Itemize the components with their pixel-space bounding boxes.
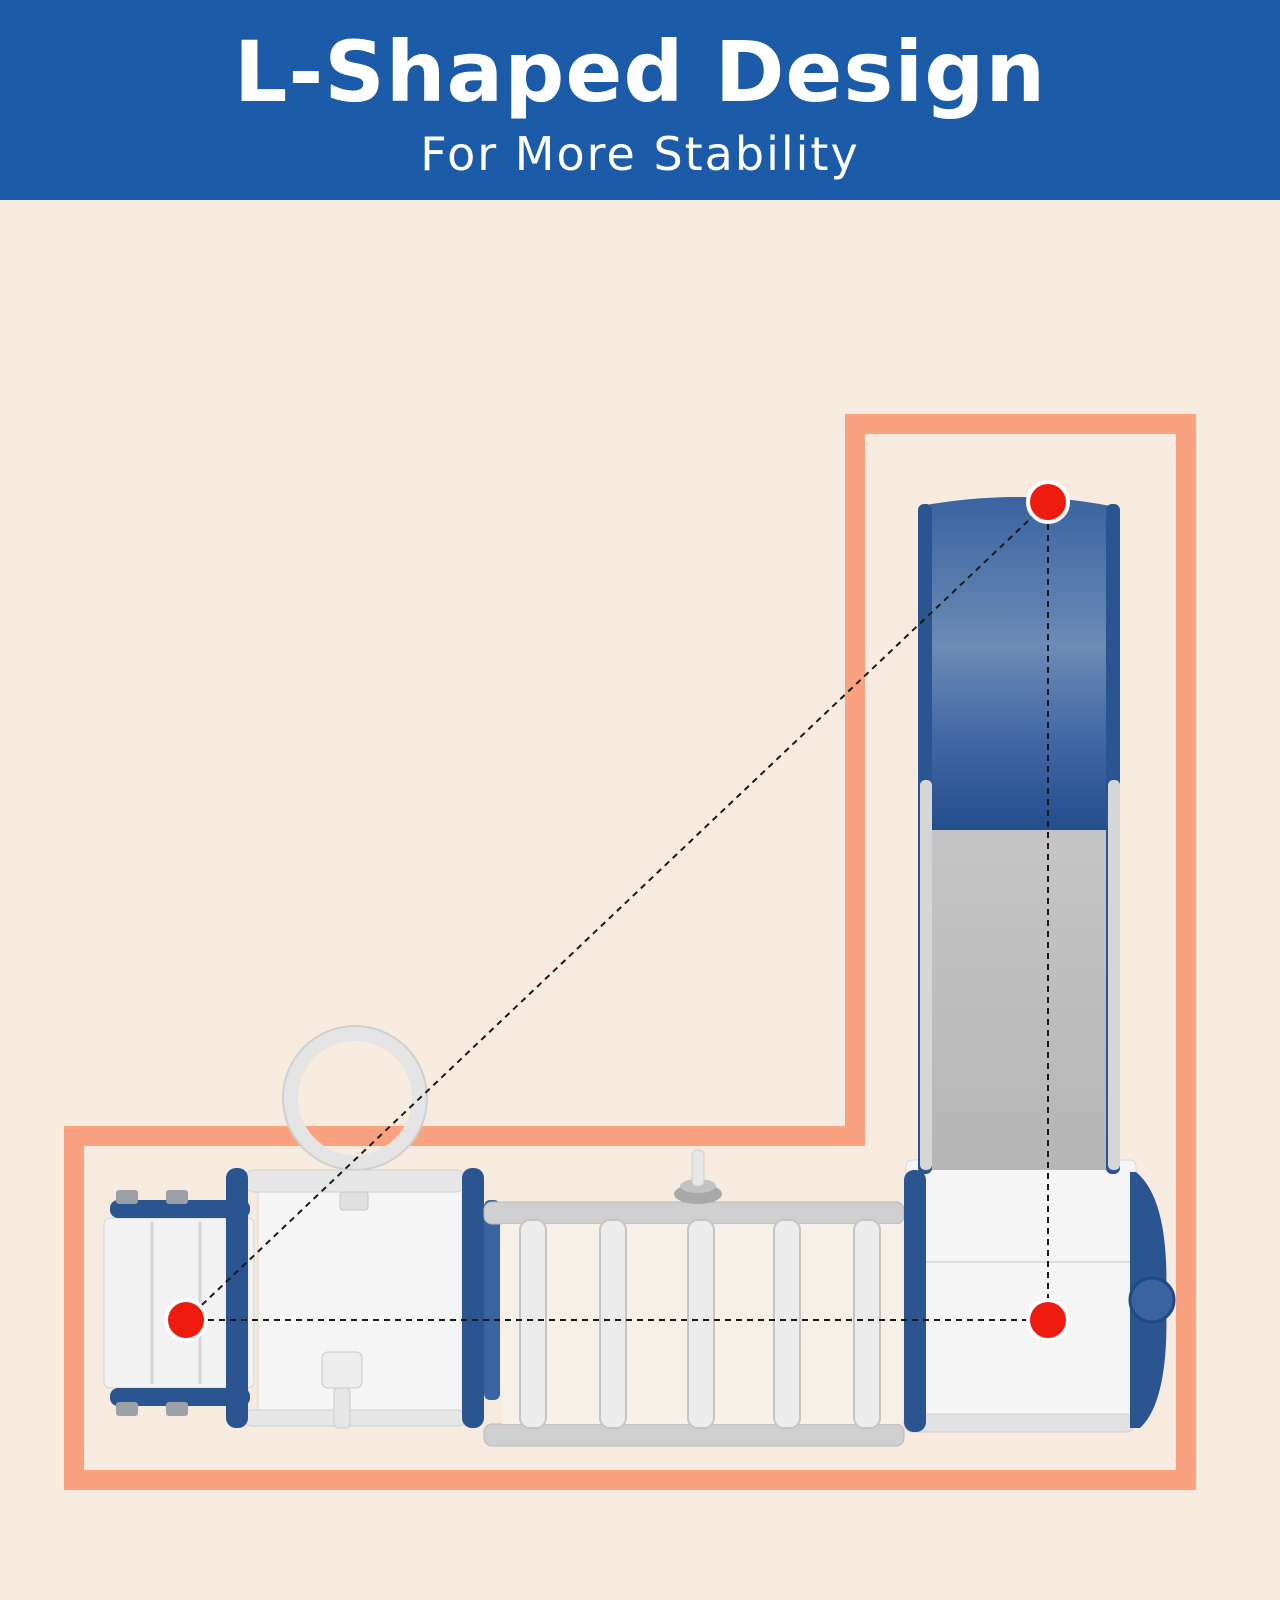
support-points [164,480,1070,1342]
title-banner: L-Shaped Design For More Stability [0,0,1280,200]
slide [918,497,1120,1174]
page-subtitle: For More Stability [420,127,860,181]
stability-lines [185,501,1049,1321]
support-point-top [1026,480,1070,524]
platform-box [226,1168,500,1429]
page-title: L-Shaped Design [233,23,1047,121]
support-point-left [164,1298,208,1342]
slide-tower [903,1159,1176,1433]
support-point-corner [1026,1298,1070,1342]
product-top-view [64,414,1196,1490]
rail-bridge [483,1149,905,1447]
